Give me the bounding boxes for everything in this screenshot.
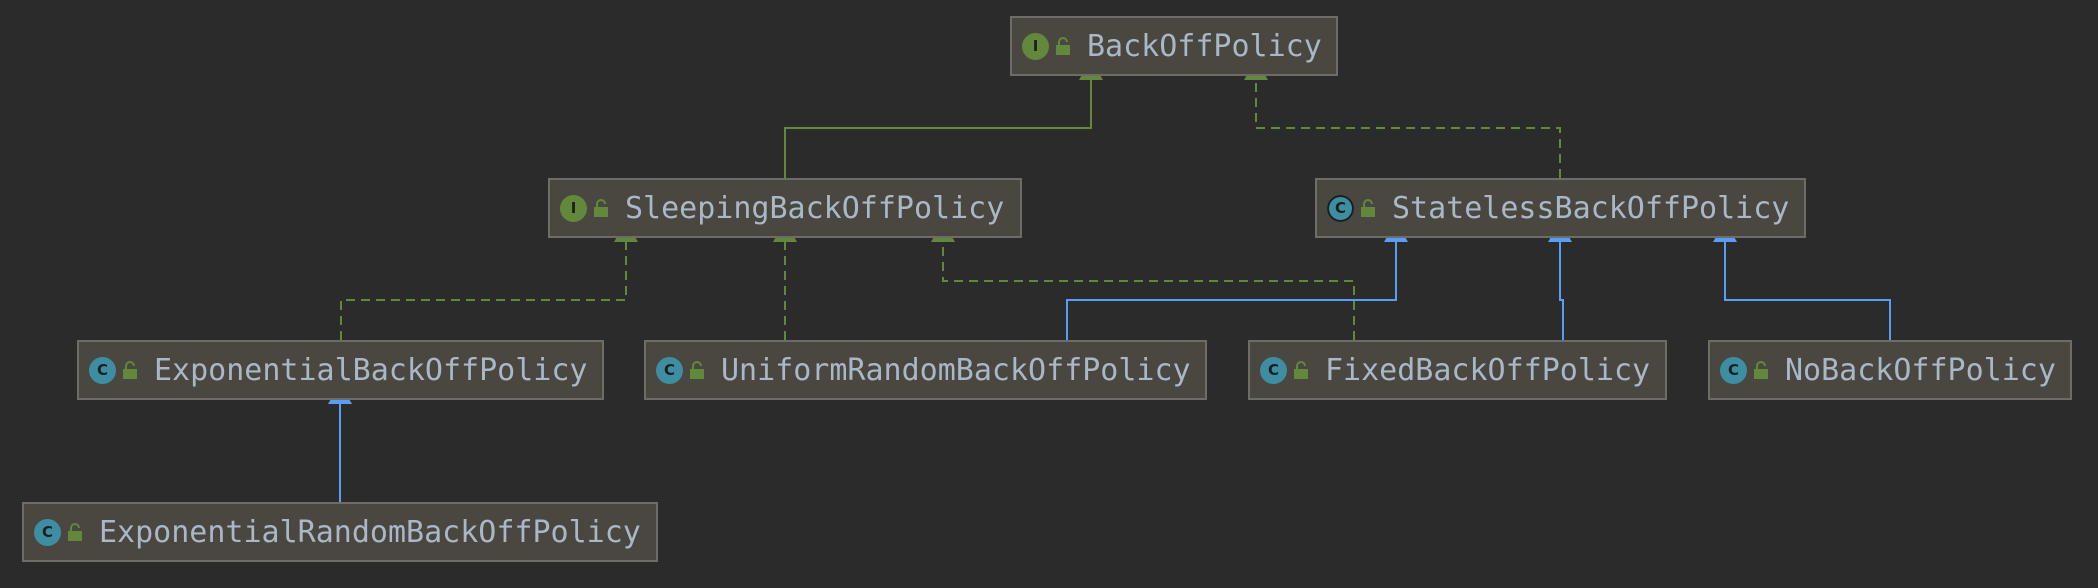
node-uniform-random-backoff-policy[interactable]: C UniformRandomBackOffPolicy (644, 340, 1207, 400)
node-label: SleepingBackOffPolicy (625, 190, 1005, 226)
node-label: NoBackOffPolicy (1785, 352, 2056, 388)
public-lock-icon (1056, 37, 1070, 55)
node-exponential-backoff-policy[interactable]: C ExponentialBackOffPolicy (77, 340, 604, 400)
node-label: FixedBackOffPolicy (1325, 352, 1651, 388)
public-lock-icon (594, 199, 608, 217)
edge-no-to-stateless (1713, 221, 1891, 340)
node-label: BackOffPolicy (1087, 28, 1322, 64)
edge-sleeping-to-backoff (784, 59, 1103, 178)
interface-icon: I (560, 194, 587, 222)
edge-uniform-to-stateless (1066, 221, 1408, 340)
node-label: UniformRandomBackOffPolicy (721, 352, 1191, 388)
node-exponential-random-backoff-policy[interactable]: C ExponentialRandomBackOffPolicy (22, 502, 658, 562)
public-lock-icon (123, 361, 137, 379)
class-icon: C (89, 356, 116, 384)
node-label: ExponentialBackOffPolicy (154, 352, 588, 388)
public-lock-icon (1361, 199, 1375, 217)
edge-stateless-to-backoff (1244, 59, 1561, 178)
class-icon: C (1260, 356, 1287, 384)
edge-fixed-to-sleeping (931, 221, 1355, 340)
edge-fixed-to-stateless (1548, 221, 1572, 340)
node-label: ExponentialRandomBackOffPolicy (99, 514, 641, 550)
node-label: StatelessBackOffPolicy (1392, 190, 1790, 226)
class-icon: C (1720, 356, 1747, 384)
class-icon: C (34, 518, 61, 546)
public-lock-icon (1754, 361, 1768, 379)
public-lock-icon (1294, 361, 1308, 379)
public-lock-icon (68, 523, 82, 541)
abstract-class-icon: C (1327, 194, 1354, 222)
node-backoff-policy[interactable]: I BackOffPolicy (1010, 16, 1338, 76)
edge-exp-to-sleeping (340, 221, 638, 340)
node-sleeping-backoff-policy[interactable]: I SleepingBackOffPolicy (548, 178, 1022, 238)
interface-icon: I (1022, 32, 1049, 60)
class-icon: C (656, 356, 683, 384)
node-fixed-backoff-policy[interactable]: C FixedBackOffPolicy (1248, 340, 1667, 400)
public-lock-icon (690, 361, 704, 379)
node-no-backoff-policy[interactable]: C NoBackOffPolicy (1708, 340, 2072, 400)
node-stateless-backoff-policy[interactable]: C StatelessBackOffPolicy (1315, 178, 1806, 238)
